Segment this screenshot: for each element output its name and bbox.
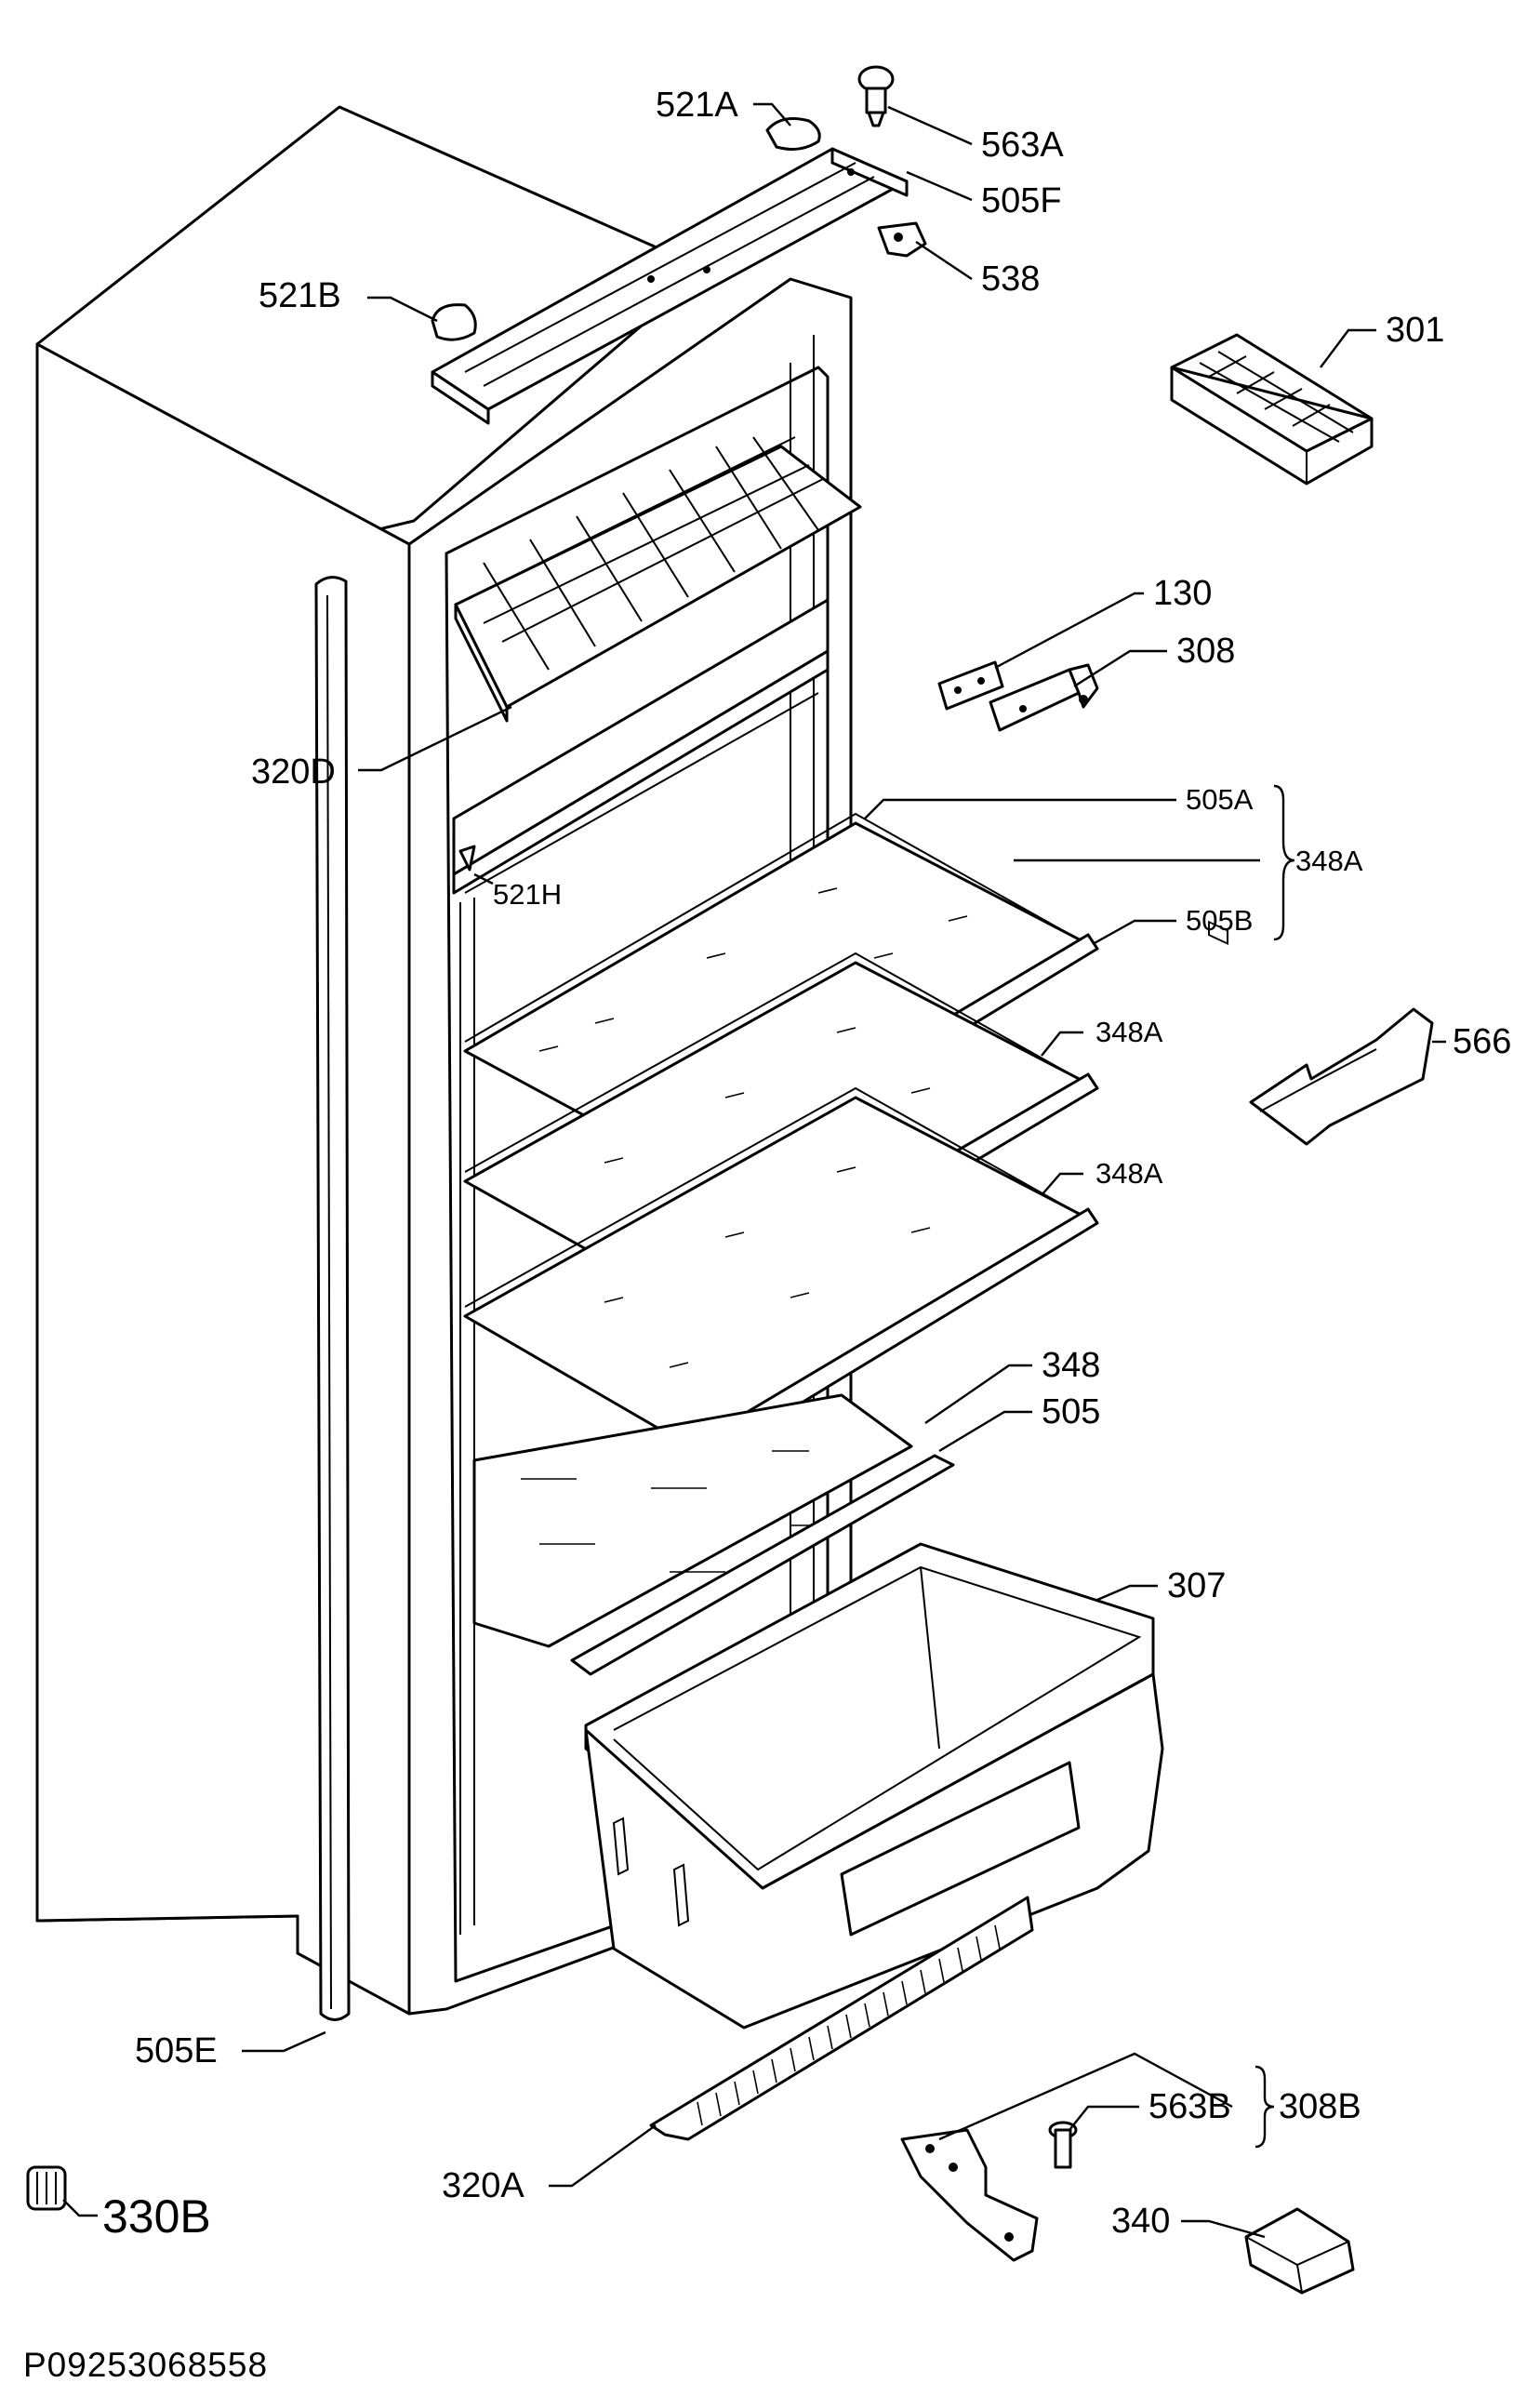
label-340: 340 — [1111, 2202, 1170, 2241]
label-348a-3: 348A — [1095, 1157, 1163, 1190]
label-307: 307 — [1167, 1566, 1226, 1605]
screw-563b — [1048, 2121, 1078, 2169]
label-348a-2: 348A — [1095, 1016, 1163, 1048]
label-566: 566 — [1453, 1022, 1511, 1061]
label-521b: 521B — [259, 276, 341, 315]
label-505e: 505E — [135, 2031, 218, 2070]
label-505b: 505B — [1186, 904, 1253, 937]
top-rail-505f — [431, 147, 909, 425]
label-538: 538 — [981, 260, 1040, 299]
braces — [1255, 784, 1295, 2149]
bottom-hinge-308b — [900, 2128, 1039, 2262]
foot-330b — [26, 2165, 67, 2211]
label-563b: 563B — [1148, 2087, 1231, 2126]
label-521h: 521H — [493, 878, 562, 911]
label-320d: 320D — [251, 752, 336, 792]
glass-plate-348 — [472, 1393, 913, 1648]
label-301: 301 — [1386, 311, 1444, 350]
pin-563a — [857, 65, 895, 127]
label-505: 505 — [1042, 1392, 1100, 1431]
ice-tray-301 — [1170, 333, 1374, 945]
label-308b: 308B — [1279, 2087, 1361, 2126]
label-348: 348 — [1042, 1346, 1100, 1385]
plate-130 — [937, 660, 1004, 711]
label-130: 130 — [1153, 574, 1212, 613]
trim-strip-505 — [570, 1454, 955, 1676]
vent-strip-320a — [649, 1896, 1034, 2141]
document-number: P09253068558 — [23, 2346, 268, 2384]
label-308: 308 — [1176, 632, 1235, 671]
label-348a-group: 348A — [1295, 845, 1363, 877]
label-563a: 563A — [981, 126, 1064, 165]
cap-521a — [765, 117, 821, 151]
leader-lines — [62, 102, 1446, 2239]
cap-521b — [431, 303, 477, 341]
label-505a: 505A — [1186, 783, 1254, 816]
crisper-drawer-307 — [584, 1542, 1164, 2030]
label-505f: 505F — [981, 181, 1062, 220]
catch-521h — [458, 845, 476, 872]
part-566 — [1249, 1007, 1434, 1146]
label-521a: 521A — [656, 86, 738, 125]
label-330b: 330B — [102, 2190, 211, 2243]
label-320a: 320A — [442, 2166, 524, 2205]
part-labels: 521A 563A 505F 538 521B 301 130 308 320D… — [102, 86, 1511, 2243]
door-gasket-505e — [314, 576, 351, 2021]
freezer-shelf-320d — [454, 436, 862, 723]
hinge-308 — [989, 663, 1099, 732]
block-340 — [1244, 2207, 1355, 2295]
bracket-538 — [877, 221, 927, 258]
